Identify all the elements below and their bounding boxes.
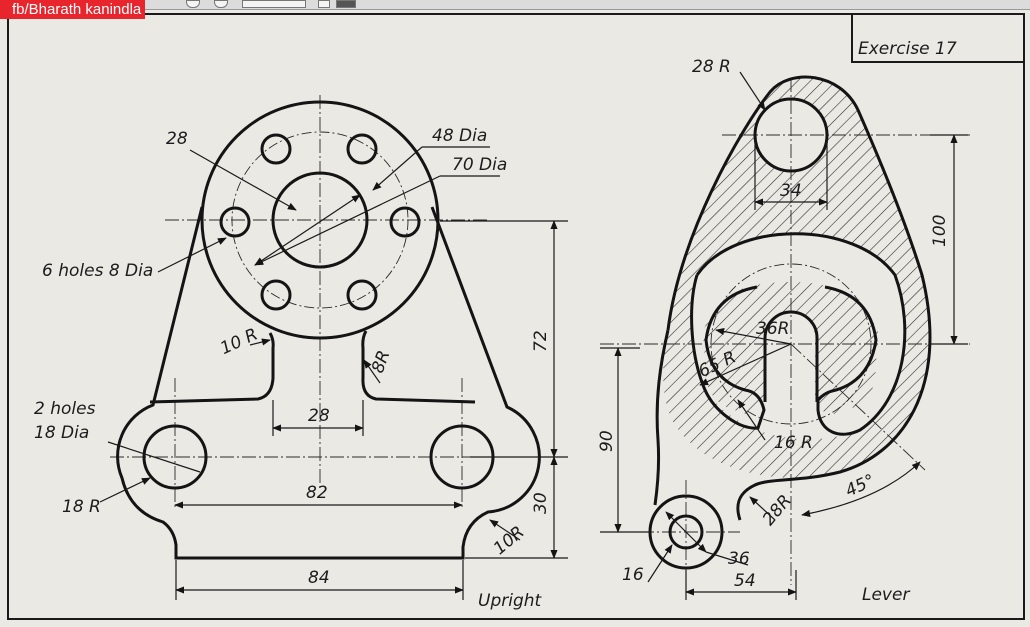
label-18r: 18 R	[62, 497, 101, 517]
lever-inner-cavity-left	[690, 274, 766, 430]
label-54: 54	[734, 571, 756, 591]
lever-pcd-circle	[710, 263, 872, 425]
title-box	[851, 14, 1024, 63]
lever-part: 28 R 34 100 36R 65 R 16 R 90 45° 28R 36 …	[597, 57, 970, 605]
label-18-dia: 18 Dia	[34, 423, 89, 443]
lever-outer-left	[653, 329, 670, 506]
label-10r-lower: 10R	[490, 522, 528, 559]
label-16r: 16 R	[774, 433, 813, 453]
label-6-holes: 6 holes 8 Dia	[42, 261, 153, 281]
lever-hub	[763, 310, 819, 402]
bolt-hole	[346, 279, 378, 311]
label-30: 30	[531, 492, 551, 514]
upright-part: 28 48 Dia 70 Dia 6 holes 8 Dia 10 R 8R 2…	[34, 95, 568, 611]
label-upright-28-top: 28	[166, 129, 188, 149]
bolt-hole	[260, 279, 292, 311]
bolt-hole	[346, 133, 378, 165]
label-16: 16	[622, 565, 644, 585]
label-28r-bottom: 28R	[759, 491, 796, 529]
viewer-toolbar	[0, 0, 1030, 10]
upright-left-hole	[142, 424, 208, 490]
upright-dimensions	[99, 146, 568, 600]
caption-upright: Upright	[478, 591, 543, 611]
sheet-border	[7, 13, 1025, 620]
lever-top-hole	[753, 97, 829, 173]
label-48-dia: 48 Dia	[432, 126, 487, 146]
upright-pcd-circle	[231, 131, 409, 309]
label-28-width: 28	[308, 406, 330, 426]
caption-lever: Lever	[862, 585, 910, 605]
label-10r-upper: 10 R	[217, 324, 261, 359]
bolt-hole	[219, 206, 251, 238]
page-number-field[interactable]	[242, 0, 306, 8]
label-34: 34	[780, 181, 802, 201]
label-45-deg: 45°	[842, 471, 878, 502]
label-82: 82	[306, 483, 328, 503]
bolt-hole	[260, 133, 292, 165]
lever-45-line	[790, 343, 926, 471]
upright-outline	[116, 206, 541, 560]
toolbar-button[interactable]	[336, 0, 356, 8]
toolbar-button[interactable]	[214, 0, 228, 8]
lever-outer-outline	[666, 75, 932, 521]
label-28r-top: 28 R	[692, 57, 731, 77]
lever-dimensions	[600, 71, 968, 600]
label-100: 100	[930, 215, 950, 247]
label-90: 90	[597, 430, 617, 452]
lever-hub-hatch	[703, 282, 878, 414]
credit-badge: fb/Bharath kanindla	[0, 0, 146, 19]
label-36r: 36R	[756, 319, 789, 339]
toolbar-button[interactable]	[186, 0, 200, 8]
label-36: 36	[728, 549, 750, 569]
lever-inner-cavity	[695, 232, 907, 436]
label-72: 72	[531, 330, 551, 352]
upright-boss	[200, 100, 440, 340]
upright-neck	[149, 330, 476, 404]
upright-bolt-holes	[219, 133, 421, 311]
toolbar-button[interactable]	[318, 0, 330, 8]
lever-hatched-section	[663, 77, 930, 478]
label-2-holes: 2 holes	[34, 399, 96, 419]
bolt-hole	[389, 206, 421, 238]
label-70-dia: 70 Dia	[452, 155, 507, 175]
label-84: 84	[308, 568, 330, 588]
exercise-title: Exercise 17	[858, 39, 957, 59]
